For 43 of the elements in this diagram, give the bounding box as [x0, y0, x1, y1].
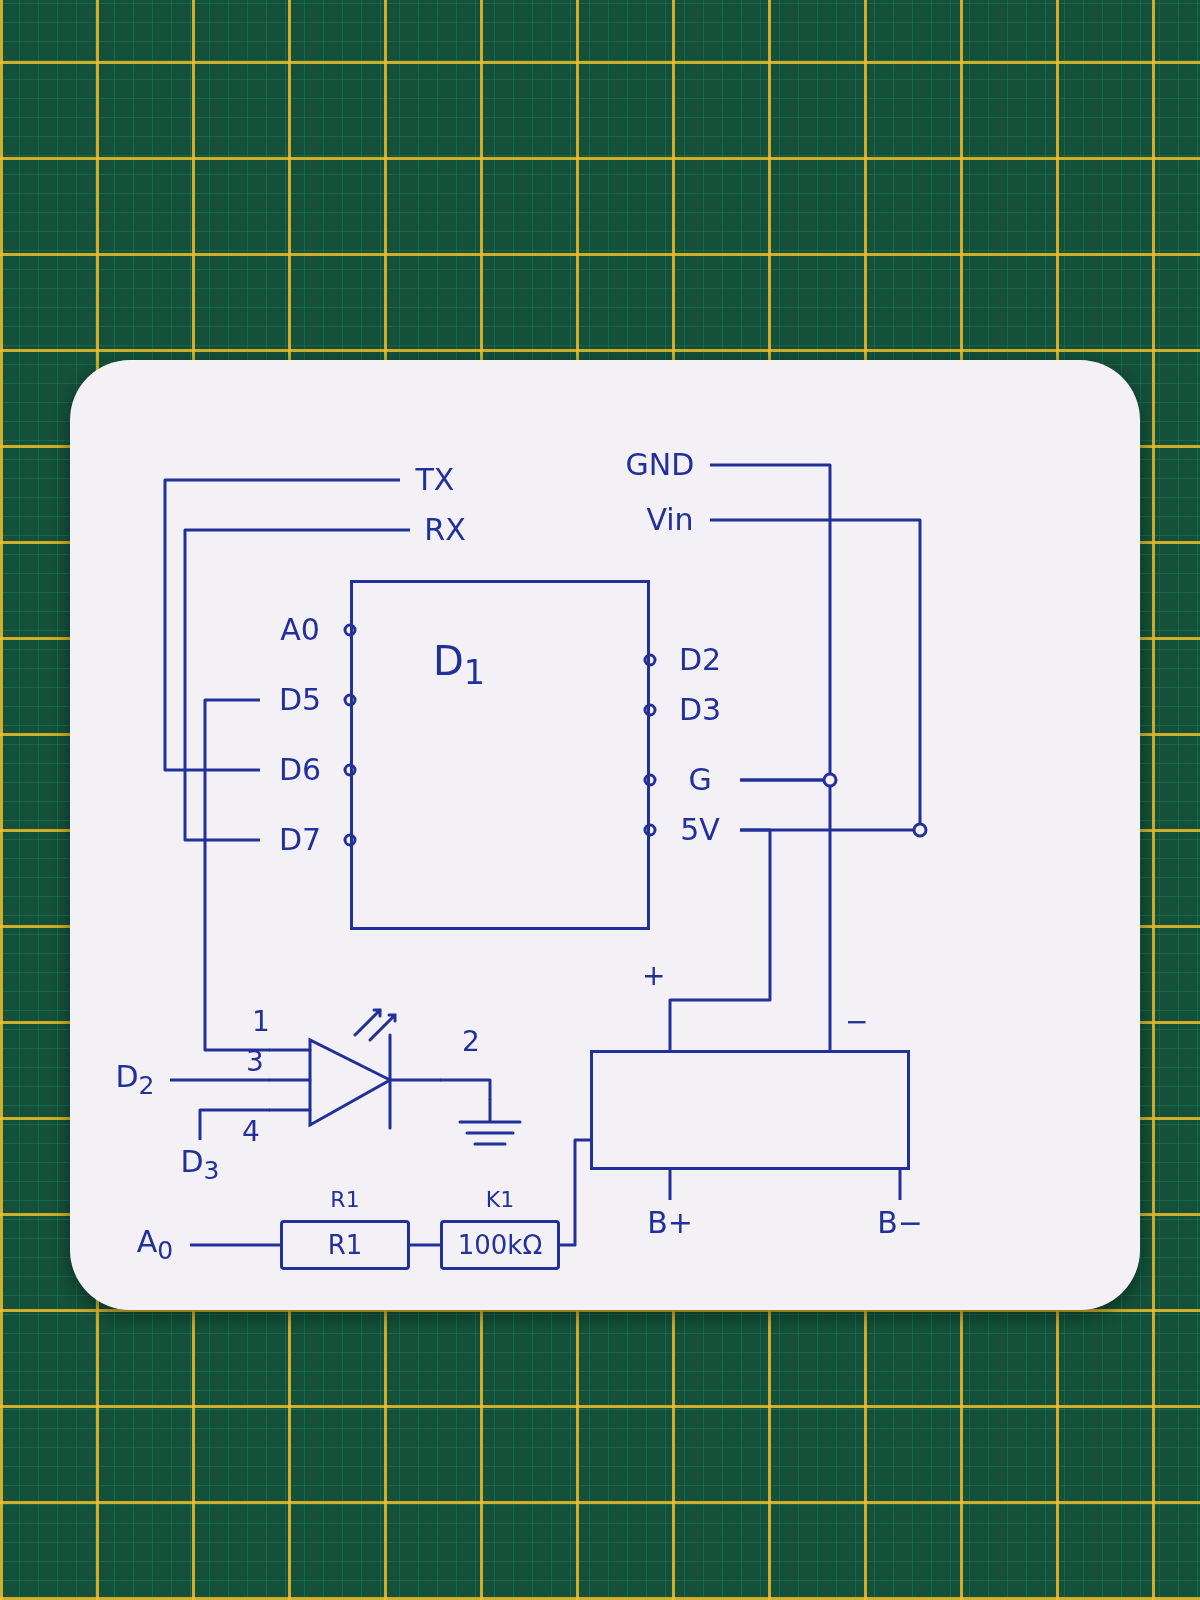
wire — [170, 1078, 270, 1082]
wire — [163, 478, 400, 772]
wire — [560, 1138, 590, 1247]
wire — [668, 828, 772, 1050]
pin-number: 2 — [462, 1028, 480, 1056]
wire — [710, 518, 922, 832]
pin-label: D5 — [260, 680, 340, 720]
pin-number: + — [642, 962, 666, 990]
pin-label: D3 — [660, 690, 740, 730]
board-outline — [350, 580, 650, 930]
pin-label: TX — [400, 460, 470, 500]
pin-number: 1 — [252, 1008, 270, 1036]
pin-label: G — [660, 760, 740, 800]
pin-number: − — [845, 1008, 869, 1036]
pin-label: A0 — [260, 610, 340, 650]
wire — [668, 1170, 672, 1200]
module-box — [590, 1050, 910, 1170]
pin-label: B+ — [630, 1200, 710, 1245]
part-designator: K1 — [484, 1186, 516, 1214]
pin-number: 4 — [242, 1118, 260, 1146]
part-designator: R1 — [329, 1186, 361, 1214]
resistor: 100kΩ — [440, 1220, 560, 1270]
wire — [440, 1078, 492, 1100]
wire — [898, 1170, 902, 1200]
pin-label: Vin — [630, 500, 710, 540]
pin-label: D$_{2}$ — [100, 1055, 170, 1105]
pin-label: D7 — [260, 820, 340, 860]
pin-label: RX — [410, 510, 480, 550]
board-label: D$_{1}$ — [433, 638, 486, 692]
wire — [198, 1108, 270, 1140]
pin-label: GND — [610, 445, 710, 485]
wire — [740, 778, 832, 1050]
pin-label: D6 — [260, 750, 340, 790]
pin-label: A$_{0}$ — [120, 1220, 190, 1270]
wire — [203, 698, 270, 1052]
wire — [190, 1243, 280, 1247]
wire — [410, 1243, 440, 1247]
pin-label: B− — [860, 1200, 940, 1245]
pin-label: D2 — [660, 640, 740, 680]
wire — [183, 528, 410, 842]
potentiometer: R1 — [280, 1220, 410, 1270]
pin-label: D$_{3}$ — [170, 1140, 230, 1190]
pin-label: 5V — [660, 810, 740, 850]
